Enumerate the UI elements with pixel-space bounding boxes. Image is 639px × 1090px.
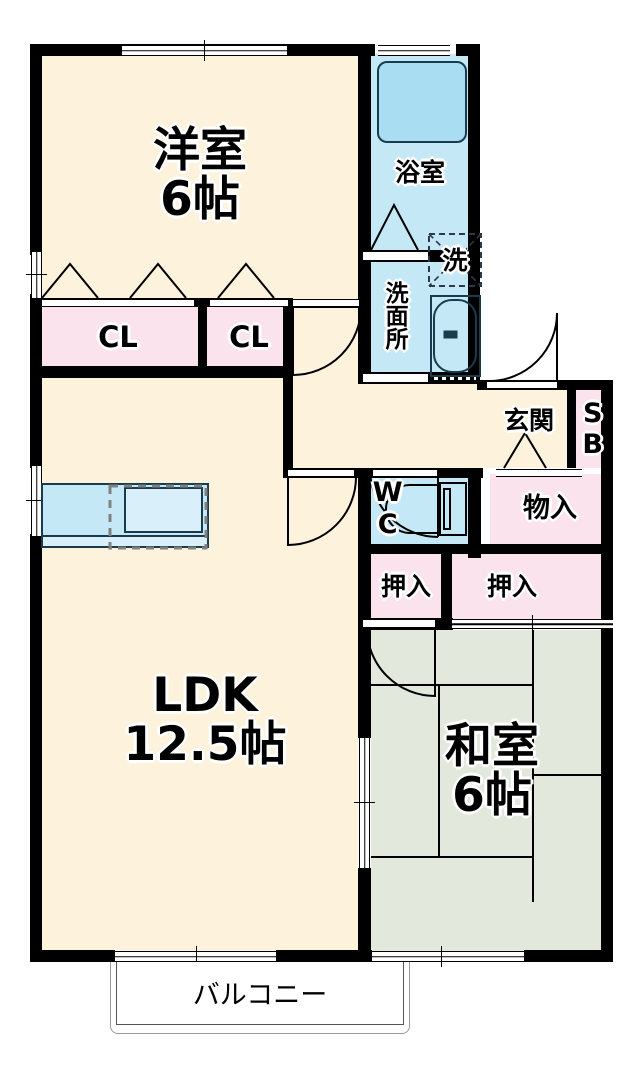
closet-fill-cl2: [206, 306, 292, 368]
balcony-inner: [116, 962, 404, 1025]
closet-fill-monoire: [490, 474, 613, 544]
interior-wall-bath-left: [358, 44, 371, 384]
room-label-genkan: 玄関: [503, 405, 554, 435]
exterior-wall-left-mid: [30, 294, 42, 468]
closet-label-cl2: CL: [229, 319, 269, 354]
door-monoire[interactable]: [496, 469, 582, 477]
room-label-washitsu-main: 和室: [445, 718, 539, 774]
window-bath-north: [378, 45, 450, 56]
room-label-washitsu: 和室 6帖: [412, 716, 572, 826]
door-swing-entrance: [488, 312, 558, 382]
interior-wall-monoire-bottom: [481, 544, 613, 554]
exterior-wall-bottom-mid: [276, 950, 372, 962]
closet-label-cl1: CL: [98, 319, 138, 354]
interior-wall-closet-bottom: [30, 366, 292, 378]
room-label-yoshitsu-sub: 6帖: [160, 172, 240, 227]
door-ldk-corridor-bottom[interactable]: [288, 469, 354, 477]
washroom-threshold-dashed: [430, 375, 476, 380]
closet-label-monoire: 物入: [523, 492, 577, 524]
interior-wall-corridor-left: [283, 298, 293, 478]
room-label-wc: WC: [372, 477, 404, 541]
window-mullion-tick: [26, 274, 47, 276]
door-senmenjo[interactable]: [363, 373, 428, 383]
door-genkan[interactable]: [487, 381, 557, 389]
exterior-wall-left-lower: [30, 534, 42, 962]
room-fill-corridor-2: [292, 380, 477, 468]
window-mullion-tick: [196, 946, 198, 967]
tatami-line: [438, 684, 440, 858]
closet-door-cl2[interactable]: [210, 299, 288, 307]
interior-wall-sb-left: [567, 388, 576, 468]
room-fill-yokushitsu: [371, 54, 468, 254]
balcony-outer: [110, 962, 410, 1034]
room-label-ldk-sub: 12.5帖: [123, 717, 287, 772]
window-mullion-tick: [204, 40, 206, 61]
fusuma-mullion-tick: [532, 615, 534, 634]
tatami-line: [532, 774, 613, 776]
interior-wall-ldk-washitsu-upper: [358, 624, 371, 738]
room-label-washitsu-sub: 6帖: [452, 768, 532, 823]
door-corridor-wc[interactable]: [373, 469, 438, 477]
door-bathroom[interactable]: [363, 251, 428, 261]
room-label-yoshitsu: 洋室 6帖: [120, 120, 280, 230]
door-ldk-corridor-top[interactable]: [293, 299, 359, 307]
exterior-wall-bottom: [30, 950, 115, 962]
tatami-line: [371, 856, 532, 858]
closet-fill-oshiire1: [371, 552, 441, 624]
closet-label-oshiire1: 押入: [380, 571, 431, 601]
closet-fill-oshiire2: [451, 552, 613, 624]
room-label-yokushitsu: 浴室: [394, 157, 445, 187]
exterior-wall-left-upper: [30, 44, 42, 255]
balcony-label: バルコニー: [192, 979, 328, 1011]
room-label-yoshitsu-main: 洋室: [153, 122, 247, 178]
interior-wall-closet-divider: [198, 298, 207, 368]
interior-wall-wc-left: [358, 468, 371, 558]
exterior-wall-right-bath: [468, 44, 480, 381]
closet-fill-cl1: [38, 306, 198, 368]
window-mullion-tick: [26, 500, 47, 502]
room-label-senmenjo: 洗面所: [381, 280, 408, 350]
interior-wall-wc-right: [468, 468, 481, 558]
exterior-wall-bottom-right: [524, 950, 613, 962]
tatami-line: [532, 630, 534, 902]
closet-label-sb: SB: [577, 398, 609, 460]
closet-door-oshiire1[interactable]: [363, 619, 435, 628]
interior-wall-oshiire-left: [358, 544, 371, 634]
tatami-line: [371, 684, 532, 686]
room-label-ldk-main: LDK: [152, 667, 258, 723]
sliding-door-tick: [354, 802, 375, 804]
window-mullion-tick: [441, 946, 443, 967]
interior-wall-oshiire-divider: [441, 552, 452, 624]
room-label-ldk: LDK 12.5帖: [100, 660, 310, 780]
interior-wall-wc-bottom: [358, 544, 481, 554]
sliding-window-ldk-balcony[interactable]: [115, 951, 276, 962]
sliding-window-washitsu-balcony[interactable]: [372, 951, 524, 962]
closet-door-cl1[interactable]: [42, 299, 194, 307]
exterior-wall-right-genkan: [601, 380, 613, 478]
fixture-label-washer: 洗: [442, 245, 468, 275]
closet-label-oshiire2: 押入: [486, 571, 537, 601]
interior-wall-ldk-washitsu-lower: [358, 868, 371, 962]
exterior-wall-right-lower: [601, 474, 613, 962]
